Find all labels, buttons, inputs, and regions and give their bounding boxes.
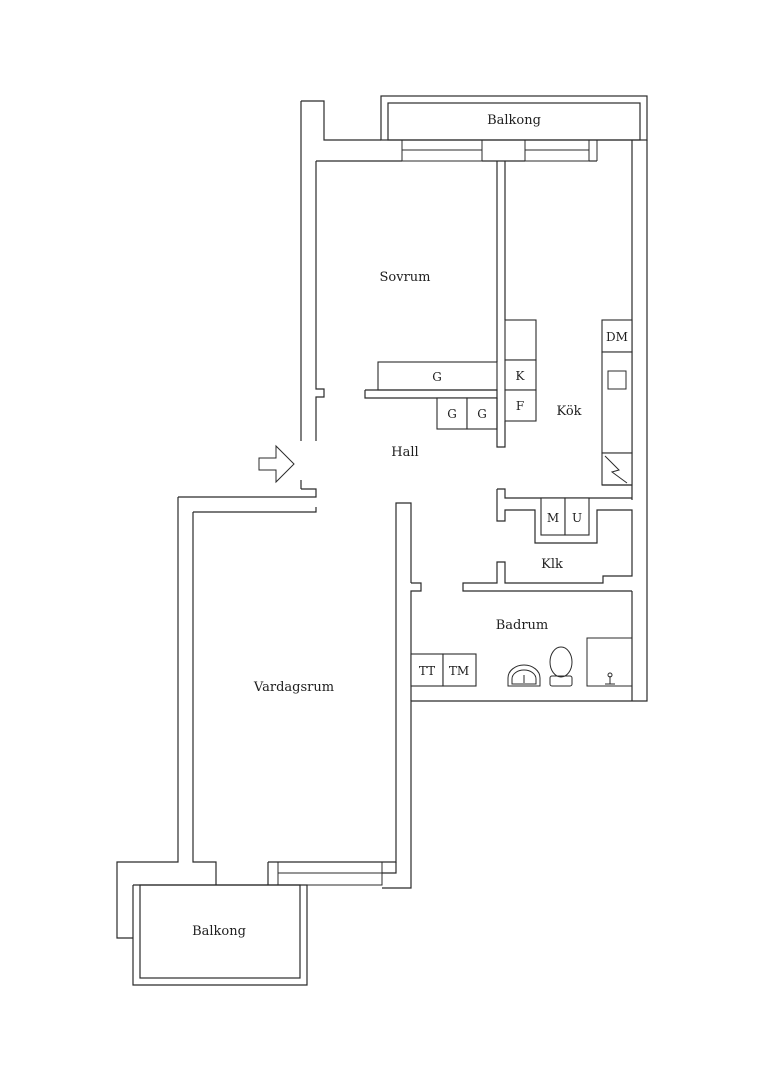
microwave-oven xyxy=(540,497,590,536)
shower-icon xyxy=(586,637,633,687)
freezer-label: F xyxy=(516,399,524,413)
room-label-living-room: Vardagsrum xyxy=(253,680,334,695)
room-label-bedroom: Sovrum xyxy=(380,270,431,285)
fridge-label: K xyxy=(516,369,526,383)
window-top-right xyxy=(524,139,590,162)
room-label-hall: Hall xyxy=(391,445,418,460)
window-bottom xyxy=(277,861,383,886)
microwave-label: M xyxy=(547,511,559,525)
bedroom-walls xyxy=(315,161,506,441)
wardrobe-pair xyxy=(436,397,498,430)
room-label-bathroom: Badrum xyxy=(496,618,549,633)
room-label-closet: Klk xyxy=(541,557,563,572)
wardrobe-label-3: G xyxy=(477,407,487,421)
dryer-label: TT xyxy=(419,664,435,678)
entrance-arrow-icon xyxy=(258,444,295,484)
toilet-icon xyxy=(549,646,573,687)
window-top-left xyxy=(401,139,483,162)
outer-walls xyxy=(116,100,648,939)
dryer-washer xyxy=(410,653,477,687)
wardrobe-row-top xyxy=(364,361,498,399)
balcony-bottom xyxy=(132,884,308,986)
wardrobe-label-2: G xyxy=(447,407,457,421)
wardrobe-label-1: G xyxy=(432,370,442,384)
room-label-balcony-bottom: Balkong xyxy=(192,924,246,939)
kitchen-counter xyxy=(601,319,633,486)
washer-label: TM xyxy=(449,664,469,678)
oven-label: U xyxy=(572,511,582,525)
sink-icon xyxy=(507,664,541,687)
room-label-kitchen: Kök xyxy=(556,404,581,419)
balcony-top xyxy=(380,95,648,141)
fridge-freezer xyxy=(504,319,537,422)
room-label-balcony-top: Balkong xyxy=(487,113,541,128)
dishwasher-label: DM xyxy=(606,330,628,344)
